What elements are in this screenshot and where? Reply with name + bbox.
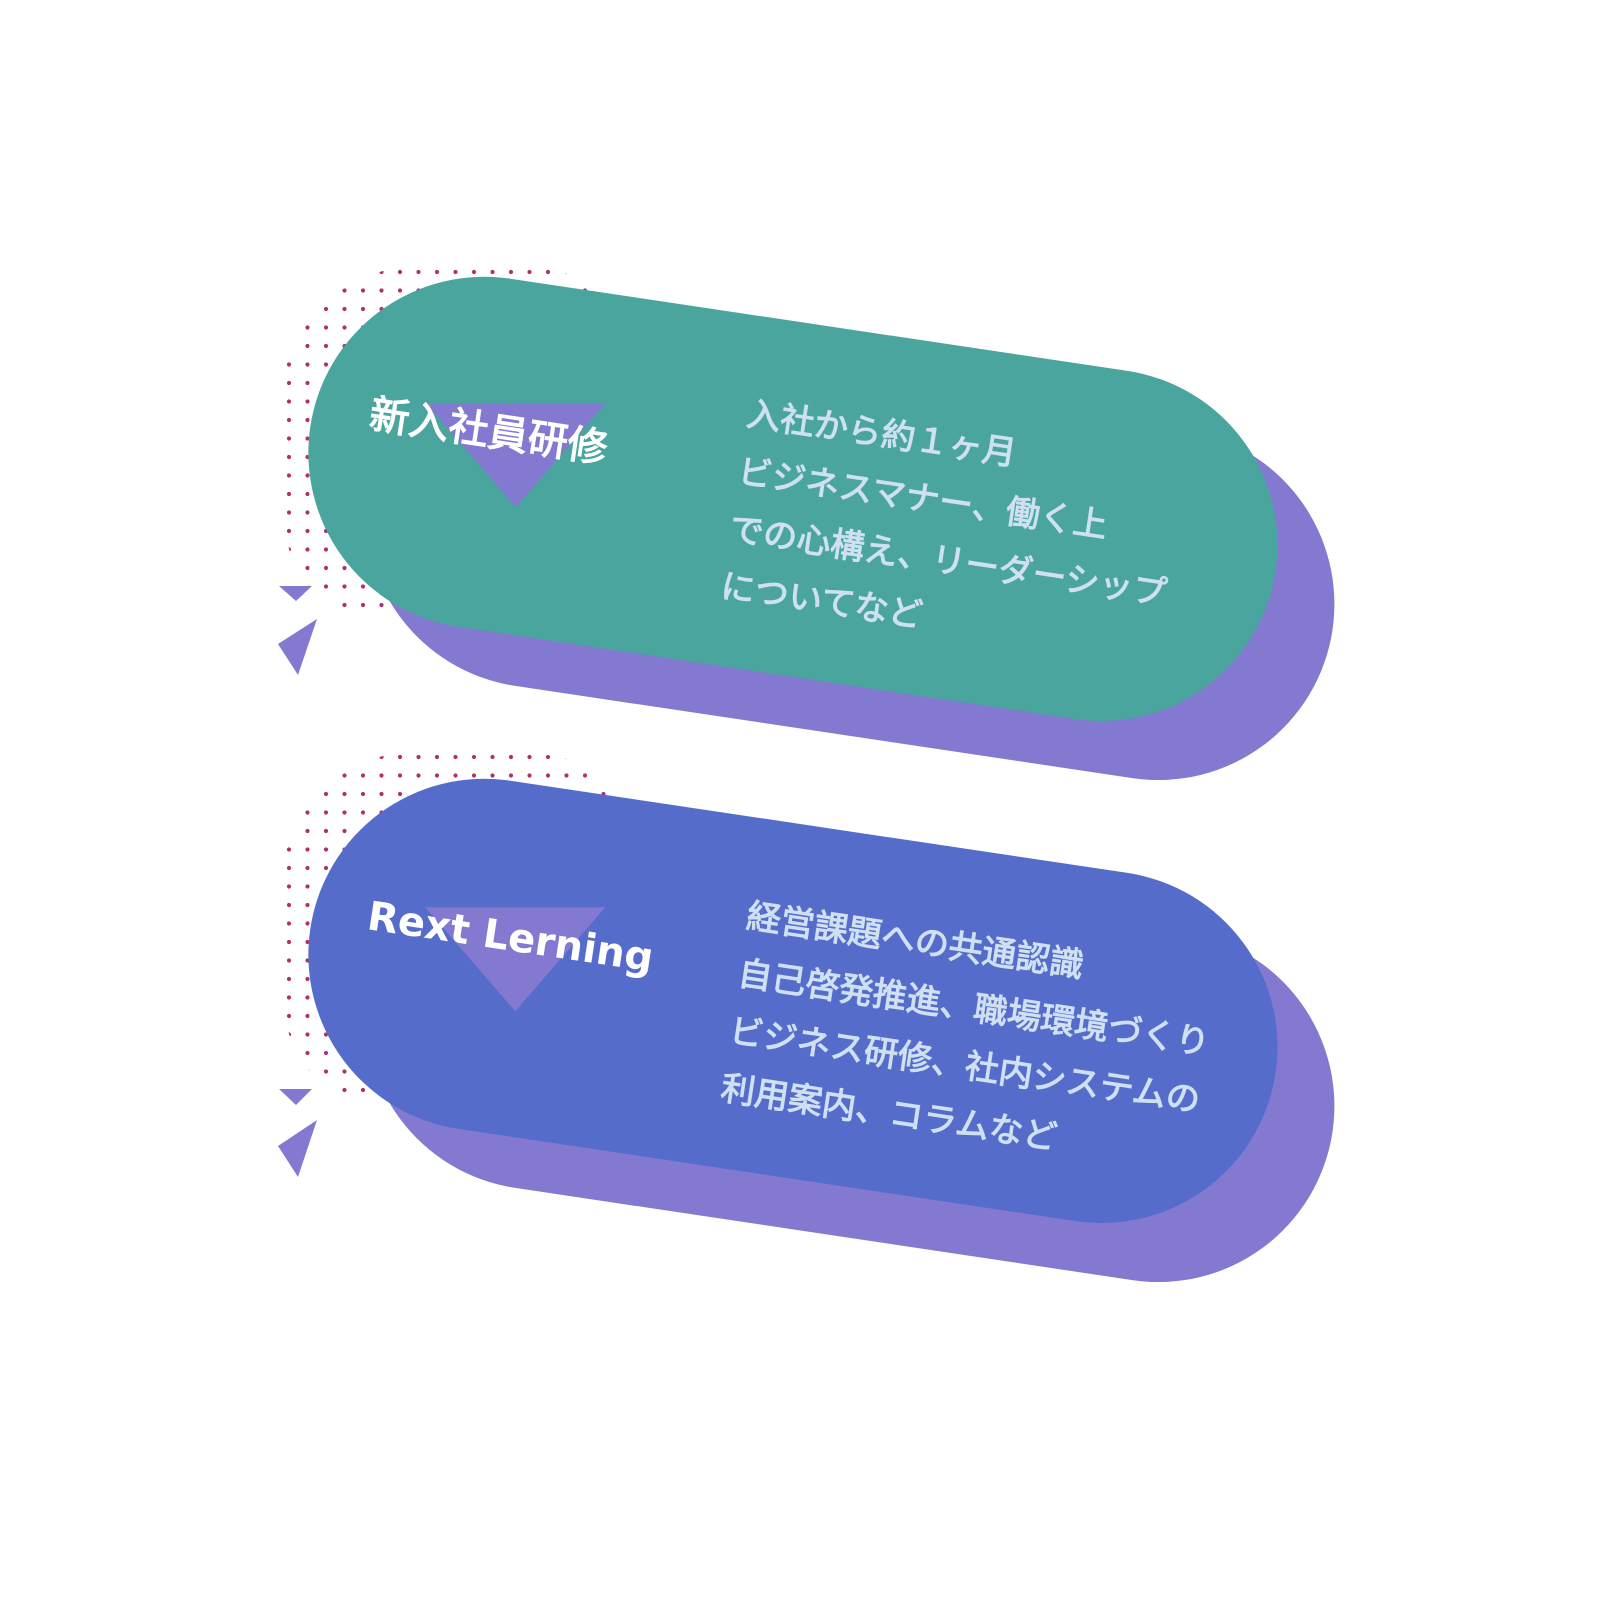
title-accent-triangle <box>425 403 606 508</box>
title-accent-triangle <box>425 907 606 1012</box>
accent-triangle-small <box>279 1089 312 1105</box>
training-card-new-employee: 新入社員研修 入社から約１ヶ月 ビジネスマナー、働く上 での心構え、リーダーシッ… <box>278 263 1335 781</box>
training-card-rext-lerning: Rext Lerning 経営課題への共通認識 自己啓発推進、職場環境づくり ビ… <box>278 748 1335 1283</box>
card-pill <box>308 778 1278 1224</box>
accent-triangle-small <box>279 586 312 601</box>
accent-triangle-large <box>278 1120 317 1177</box>
accent-triangle-large <box>278 619 317 675</box>
card-pill <box>308 276 1278 722</box>
